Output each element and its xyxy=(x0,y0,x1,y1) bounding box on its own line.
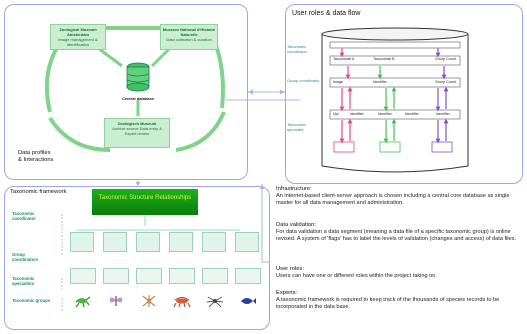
label-taxonomic-coordinator: Taxonomic coordinator xyxy=(287,44,308,54)
insect-icon xyxy=(142,295,156,307)
info-infrastructure-text: An internet-based client-server approach… xyxy=(276,193,510,206)
label-group-coordinators: Group coordinators xyxy=(12,252,39,263)
group-coordinator-node xyxy=(103,232,127,252)
taxonomic-structure-banner: Taxonomic Structure Relationships xyxy=(92,189,198,215)
group-coordinator-node xyxy=(235,232,259,252)
info-experts-heading: Experts: xyxy=(276,290,298,296)
specialist-group-node xyxy=(70,268,96,284)
info-user-roles-text: Users can have one or different roles wi… xyxy=(276,273,437,279)
database-icon xyxy=(126,62,150,92)
info-data-validation-heading: Data validation: xyxy=(276,222,316,228)
label-tax-coordinator: Taxonomic coordinator xyxy=(12,211,36,222)
group-coordinator-node xyxy=(136,232,160,252)
label-tax-specialists: Taxonomic specialists xyxy=(12,276,35,287)
data-flow-drum xyxy=(321,27,469,173)
row2-cell-3: Group Coord. xyxy=(435,80,457,84)
museum-box-amsterdam: Zoological Museum Amsterdam Image manage… xyxy=(50,24,106,50)
label-group-coordinator: Group coordinator xyxy=(287,78,320,83)
museum-box-amsterdam-sub: Image management & identification xyxy=(58,37,98,47)
label-taxonomic-specialist: Taxonomic specialist xyxy=(287,122,307,132)
info-data-validation-text: For data validation a data segment (mean… xyxy=(276,229,517,242)
specialist-group-node xyxy=(169,268,195,284)
museum-box-amsterdam-title: Zoological Museum Amsterdam xyxy=(59,27,97,37)
row3-cell-5: Identifier xyxy=(436,112,450,116)
museum-box-paris-title: Museum National d'Histoire Naturelle xyxy=(162,27,216,37)
taxonomic-tree-lines xyxy=(61,214,240,312)
label-tax-groups: Taxonomic groups xyxy=(12,298,51,303)
spider-icon xyxy=(206,296,224,308)
info-data-validation: Data validation: For data validation a d… xyxy=(276,222,526,243)
info-user-roles: User roles: Users can have one or differ… xyxy=(276,266,526,280)
specialist-group-node xyxy=(202,268,228,284)
taxonomic-framework-title: Taxonomic framework xyxy=(10,189,67,195)
info-user-roles-heading: User roles: xyxy=(276,266,305,272)
row1-cell-3: Group Coord. xyxy=(435,57,457,61)
info-infrastructure-heading: Infrastructure: xyxy=(276,186,312,192)
user-roles-title: User roles & data flow xyxy=(292,10,361,17)
row3-cell-1: Upl. xyxy=(333,112,340,116)
row3-cell-2: Identifier xyxy=(350,112,364,116)
info-experts: Experts: A taxonomic framework is requir… xyxy=(276,290,526,311)
group-coordinator-node xyxy=(169,232,193,252)
specialist-group-node xyxy=(235,268,261,284)
row1-cell-2: Taxonomist B xyxy=(373,57,395,61)
museum-box-zoologisch-title: Zoologisch Museum xyxy=(117,121,157,126)
museum-box-zoologisch: Zoologisch Museum Archive source Data en… xyxy=(104,118,170,148)
museum-box-zoologisch-sub: Archive source Data entry & Expert revie… xyxy=(112,126,162,136)
group-coordinator-node xyxy=(202,232,226,252)
group-coordinator-node xyxy=(70,232,94,252)
row2-cell-1: Image xyxy=(333,80,343,84)
specialist-group-node xyxy=(136,268,162,284)
data-profiles-title-line1: Data profiles xyxy=(18,150,51,156)
row2-cell-2: Identifier xyxy=(373,80,387,84)
row1-cell-1: Taxonomist A xyxy=(333,57,355,61)
museum-box-paris-sub: Data collection & curation xyxy=(166,37,212,42)
database-label: Central database xyxy=(121,96,155,101)
fish-icon xyxy=(241,298,256,304)
data-profiles-title-line2: & Interactions xyxy=(18,157,54,163)
row3-cell-3: Identifier xyxy=(378,112,392,116)
info-experts-text: A taxonomic framework is required to kee… xyxy=(276,297,500,310)
crustacean-icon xyxy=(173,296,191,308)
info-infrastructure: Infrastructure: An internet-based client… xyxy=(276,186,526,207)
cricket-icon xyxy=(75,296,91,308)
data-profiles-title: Data profiles & Interactions xyxy=(18,150,53,164)
museum-box-paris: Museum National d'Histoire Naturelle Dat… xyxy=(160,24,218,50)
row3-cell-4: Identifier xyxy=(405,112,419,116)
butterfly-icon xyxy=(109,296,123,306)
specialist-group-node xyxy=(103,268,129,284)
